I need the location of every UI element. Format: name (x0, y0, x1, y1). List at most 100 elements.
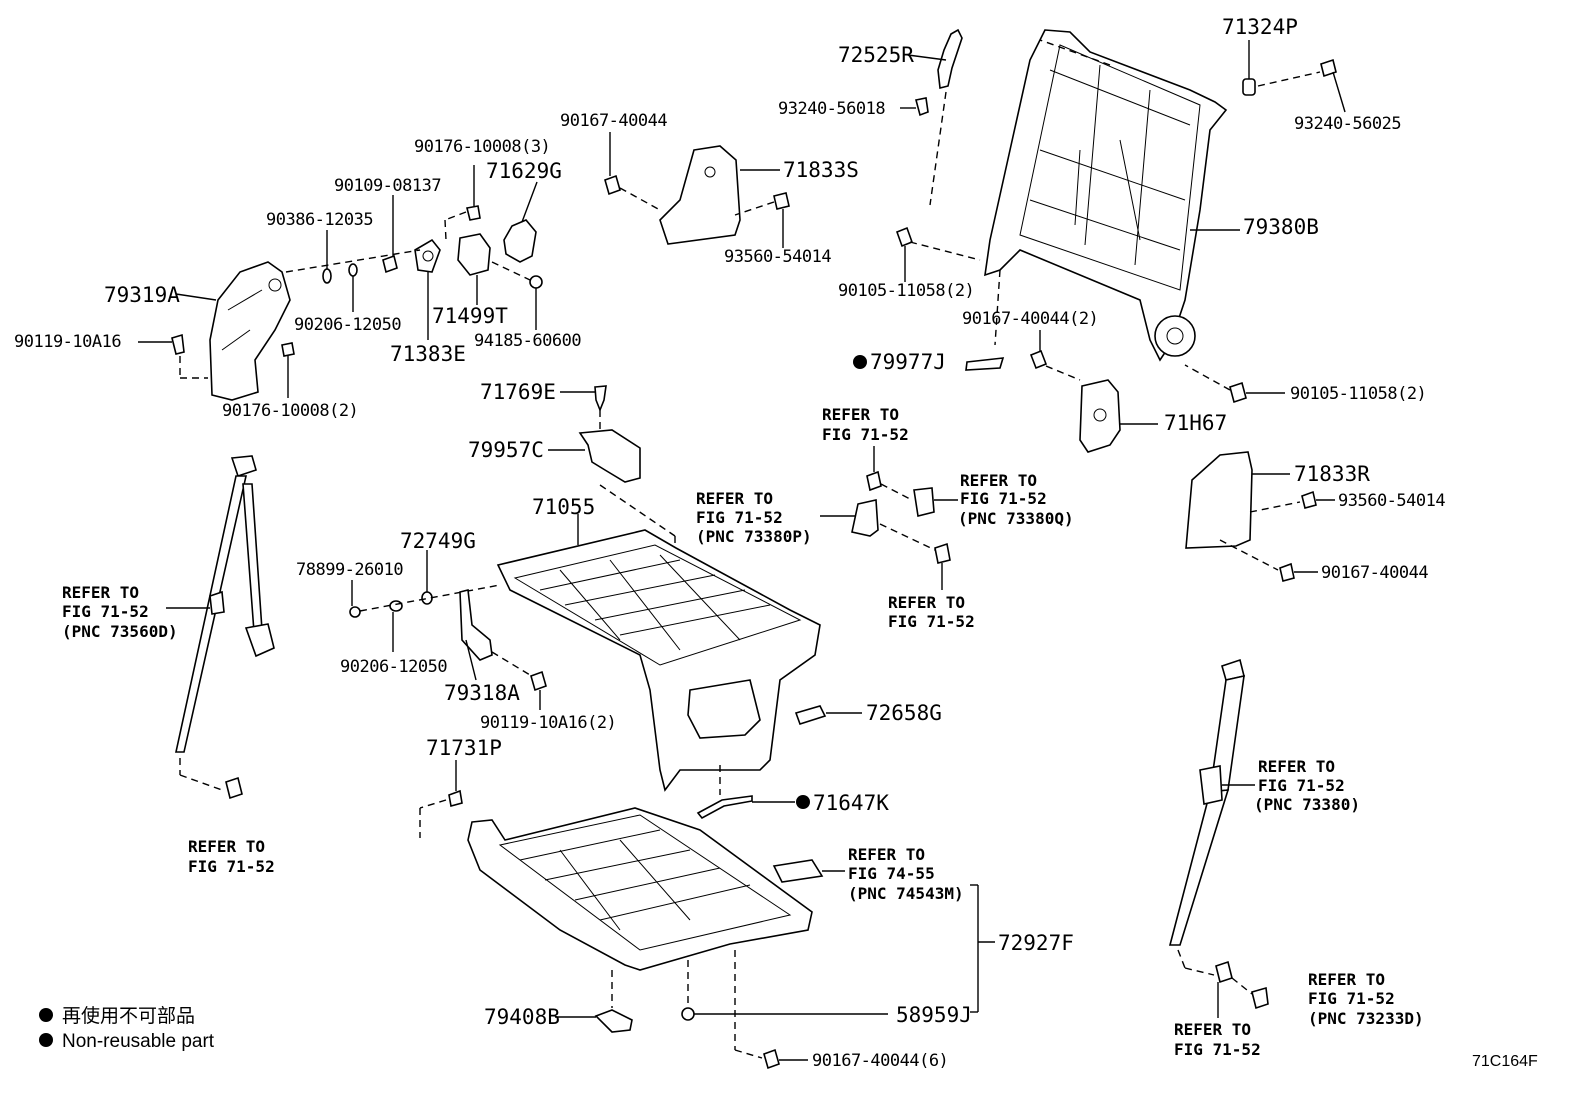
label-93240-56025[interactable]: 93240-56025 (1294, 114, 1402, 134)
label-90105-11058-2b[interactable]: 90105-11058(2) (1290, 384, 1427, 404)
part-72658G-drawing (794, 705, 862, 725)
refer-block-6[interactable]: REFER TO FIG 71-52 (188, 837, 275, 876)
part-79957C-drawing (548, 429, 676, 560)
svg-text:(PNC 74543M): (PNC 74543M) (848, 884, 964, 903)
label-90176-10008-2[interactable]: 90176-10008(2) (222, 401, 359, 421)
label-94185-60600[interactable]: 94185-60600 (474, 331, 582, 351)
svg-text:REFER TO: REFER TO (848, 845, 925, 864)
svg-text:REFER TO: REFER TO (960, 471, 1037, 490)
part-90167-40044-top-drawing (604, 132, 661, 211)
part-90167-40044-6-drawing (734, 950, 808, 1070)
part-71055-drawing (496, 514, 821, 792)
label-71383E[interactable]: 71383E (390, 342, 466, 366)
refer-block-73380[interactable]: REFER TO FIG 71-52 (PNC 73380) (1254, 757, 1360, 814)
label-90176-10008-3[interactable]: 90176-10008(3) (414, 137, 551, 157)
label-71499T[interactable]: 71499T (432, 304, 508, 328)
refer-block-73380Q[interactable]: REFER TO FIG 71-52 (PNC 73380Q) (958, 471, 1074, 528)
label-71833S[interactable]: 71833S (783, 158, 859, 182)
part-79977J-drawing (965, 357, 1005, 371)
label-79380B[interactable]: 79380B (1243, 215, 1319, 239)
label-71055[interactable]: 71055 (532, 495, 595, 519)
part-71H67-drawing (1079, 379, 1158, 453)
label-78899-26010[interactable]: 78899-26010 (296, 560, 404, 580)
part-90119-10A16-2-drawing (491, 651, 547, 710)
figure-code: 71C164F (1472, 1053, 1538, 1070)
legend-japanese: 再使用不可部品 (62, 1005, 195, 1027)
part-72525R-drawing (907, 28, 963, 206)
label-90167-40044-2[interactable]: 90167-40044(2) (962, 309, 1099, 329)
refer-to-blocks: REFER TO FIG 71-52 REFER TO FIG 71-52 (P… (62, 405, 1424, 1059)
part-93240-56018-drawing (900, 97, 929, 117)
svg-text:(PNC 73380): (PNC 73380) (1254, 795, 1360, 814)
part-71647K-drawing (696, 765, 795, 820)
refer-block-10[interactable]: REFER TO FIG 71-52 (1174, 1020, 1261, 1059)
label-90167-40044-r[interactable]: 90167-40044 (1321, 563, 1429, 583)
label-72525R[interactable]: 72525R (838, 43, 914, 67)
label-71731P[interactable]: 71731P (426, 736, 502, 760)
refer-block-73233D[interactable]: REFER TO FIG 71-52 (PNC 73233D) (1308, 970, 1424, 1028)
part-79319A-drawing (175, 261, 291, 401)
label-71647K[interactable]: 71647K (813, 791, 889, 815)
label-71324P[interactable]: 71324P (1222, 15, 1298, 39)
svg-text:FIG 71-52: FIG 71-52 (1308, 989, 1395, 1008)
part-58959J-drawing (681, 960, 888, 1021)
legend-dot-2 (39, 1033, 53, 1047)
part-71324P-drawing (1242, 40, 1346, 113)
label-93240-56018[interactable]: 93240-56018 (778, 99, 886, 119)
svg-text:REFER TO: REFER TO (188, 837, 265, 856)
part-71833S-drawing (659, 145, 780, 245)
label-58959J[interactable]: 58959J (896, 1003, 972, 1027)
label-79957C[interactable]: 79957C (468, 438, 544, 462)
part-71833R-drawing (1185, 451, 1335, 582)
label-79977J[interactable]: 79977J (870, 350, 946, 374)
refer-block-74543M[interactable]: REFER TO FIG 74-55 (PNC 74543M) (848, 845, 964, 903)
label-71769E[interactable]: 71769E (480, 380, 556, 404)
svg-text:(PNC 73233D): (PNC 73233D) (1308, 1009, 1424, 1028)
part-71383E-drawing (414, 238, 441, 340)
label-71H67[interactable]: 71H67 (1164, 411, 1227, 435)
part-72927F-drawing (467, 807, 995, 1013)
label-72658G[interactable]: 72658G (866, 701, 942, 725)
part-seatbelt-left-drawing (166, 455, 275, 800)
part-seatbelt-right-drawing (1168, 658, 1269, 1018)
refer-block-1[interactable]: REFER TO FIG 71-52 (822, 405, 909, 444)
label-93560-54014-a[interactable]: 93560-54014 (724, 247, 832, 267)
label-90119-10A16-2[interactable]: 90119-10A16(2) (480, 713, 617, 733)
label-90109-08137[interactable]: 90109-08137 (334, 176, 442, 196)
part-90109-08137-drawing (382, 195, 398, 274)
part-73380-clips-drawing (820, 446, 958, 590)
label-93560-54014-b[interactable]: 93560-54014 (1338, 491, 1446, 511)
label-90386-12035[interactable]: 90386-12035 (266, 210, 374, 230)
refer-block-4[interactable]: REFER TO FIG 71-52 (888, 593, 975, 631)
svg-text:REFER TO: REFER TO (822, 405, 899, 424)
part-labels: 71324P 72525R 93240-56018 93240-56025 90… (14, 15, 1446, 1071)
part-90176-10008-3-drawing (444, 165, 481, 241)
label-90206-12050-a[interactable]: 90206-12050 (294, 315, 402, 335)
label-79318A[interactable]: 79318A (444, 681, 520, 705)
svg-text:FIG 71-52: FIG 71-52 (1174, 1040, 1261, 1059)
label-90167-40044-6[interactable]: 90167-40044(6) (812, 1051, 949, 1071)
label-79319A[interactable]: 79319A (104, 283, 180, 307)
svg-text:REFER TO: REFER TO (1174, 1020, 1251, 1039)
label-72749G[interactable]: 72749G (400, 529, 476, 553)
part-90176-10008-2-drawing (281, 342, 295, 398)
part-71629G-drawing (503, 181, 538, 263)
label-90206-12050-b[interactable]: 90206-12050 (340, 657, 448, 677)
svg-text:REFER TO: REFER TO (1308, 970, 1385, 989)
refer-block-73560D[interactable]: REFER TO FIG 71-52 (PNC 73560D) (62, 583, 178, 641)
label-90105-11058-2a[interactable]: 90105-11058(2) (838, 281, 975, 301)
label-90119-10A16[interactable]: 90119-10A16 (14, 332, 122, 352)
svg-text:REFER TO: REFER TO (62, 583, 139, 602)
label-71833R[interactable]: 71833R (1294, 462, 1370, 486)
part-72749G-group-drawing (349, 550, 501, 652)
svg-text:FIG 74-55: FIG 74-55 (848, 864, 935, 883)
refer-block-73380P[interactable]: REFER TO FIG 71-52 (PNC 73380P) (696, 489, 812, 546)
label-71629G[interactable]: 71629G (486, 159, 562, 183)
label-72927F[interactable]: 72927F (998, 931, 1074, 955)
part-71731P-drawing (419, 760, 463, 838)
part-90167-40044-2-drawing (994, 269, 1081, 381)
svg-text:FIG 71-52: FIG 71-52 (888, 612, 975, 631)
label-79408B[interactable]: 79408B (484, 1005, 560, 1029)
label-90167-40044-top[interactable]: 90167-40044 (560, 111, 668, 131)
